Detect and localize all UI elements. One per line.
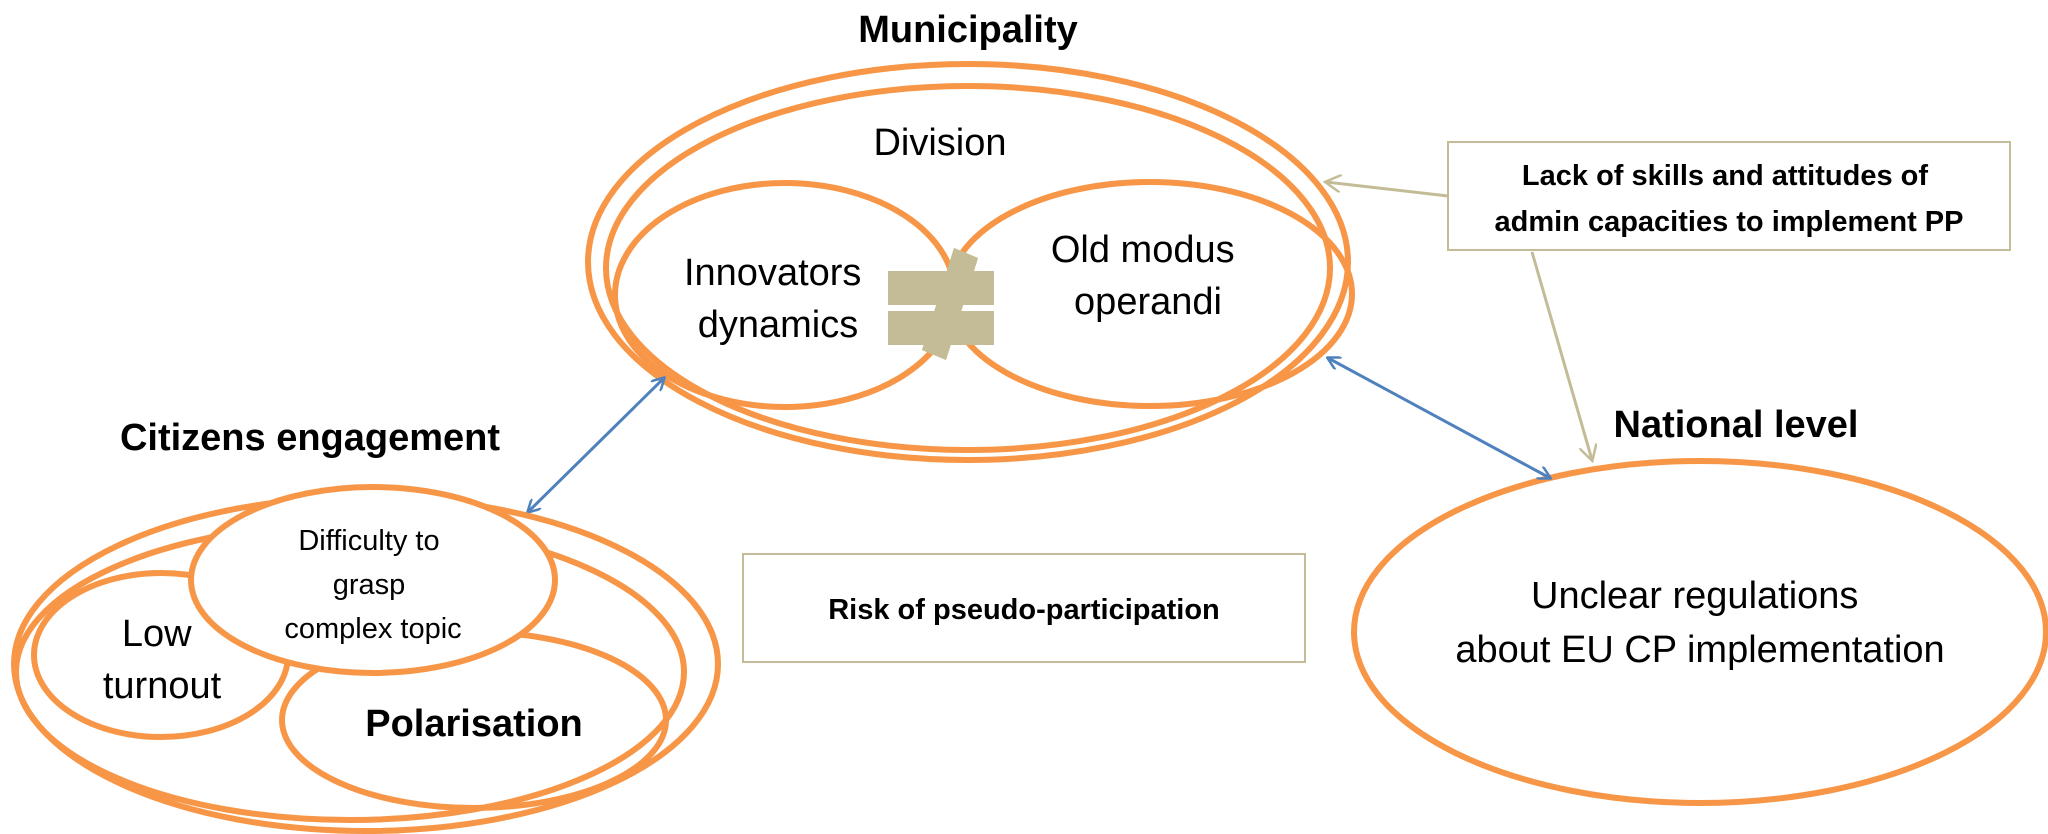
division-ellipse: [603, 83, 1333, 453]
municipality-ellipse: [585, 61, 1351, 463]
citizens-title: Citizens engagement: [120, 417, 500, 459]
difficulty-line3: complex topic: [284, 613, 461, 645]
skills-line1: Lack of skills and attitudes of: [1522, 160, 1928, 192]
risk-box: [742, 553, 1306, 663]
skills-box-text: Lack of skills and attitudes of admin ca…: [1495, 160, 1964, 238]
risk-box-text: Risk of pseudo-participation: [828, 594, 1220, 626]
polarisation-label: Polarisation: [365, 703, 583, 745]
innovators-label: Innovators dynamics: [684, 252, 872, 346]
not-equal-icon: [884, 248, 998, 360]
skills-to-municipality-arrow: [1326, 182, 1449, 198]
national-line1: Unclear regulations: [1531, 575, 1858, 617]
difficulty-text: Difficulty to grasp complex topic: [284, 525, 461, 645]
difficulty-line1: Difficulty to: [298, 525, 439, 557]
innovators-line1: Innovators: [684, 252, 861, 294]
municipality-title: Municipality: [858, 9, 1078, 51]
national-title: National level: [1614, 404, 1859, 446]
skills-line2: admin capacities to implement PP: [1495, 206, 1964, 238]
municipality-national-arrow: [1328, 358, 1550, 478]
national-text: Unclear regulations about EU CP implemen…: [1455, 575, 1944, 671]
low-turnout-line2: turnout: [103, 665, 222, 707]
skills-to-national-arrow: [1530, 251, 1592, 460]
national-ellipse: [1351, 458, 2048, 806]
skills-box: [1447, 141, 2011, 251]
difficulty-ellipse: [188, 484, 558, 676]
difficulty-line2: grasp: [333, 569, 406, 601]
citizens-municipality-arrow: [528, 378, 664, 512]
old-modus-line1: Old modus: [1051, 229, 1235, 271]
low-turnout-text: Low turnout: [103, 613, 222, 707]
old-modus-label: Old modus operandi: [1051, 229, 1245, 323]
division-label: Division: [873, 122, 1006, 164]
national-line2: about EU CP implementation: [1455, 629, 1944, 671]
innovators-line2: dynamics: [698, 304, 859, 346]
old-modus-line2: operandi: [1074, 281, 1222, 323]
low-turnout-line1: Low: [122, 613, 192, 655]
